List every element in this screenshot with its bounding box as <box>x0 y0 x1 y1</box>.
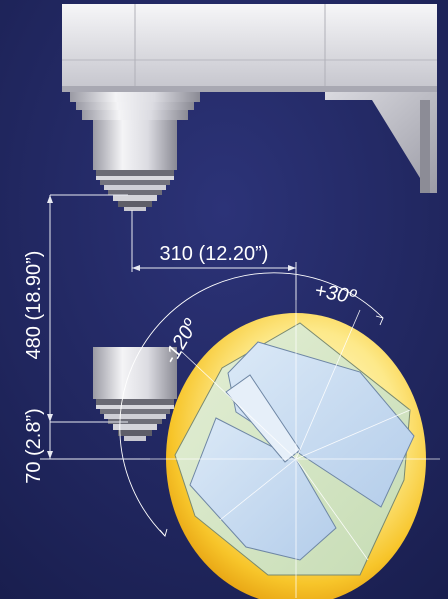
lower-spindle <box>93 347 177 441</box>
support-bracket <box>325 92 437 193</box>
arc-arrow-right <box>375 315 384 326</box>
rotary-table <box>166 313 426 599</box>
dimension-label-480: 480 (18.90”) <box>23 251 45 360</box>
table-centerlines <box>150 300 440 598</box>
dimension-label-310: 310 (12.20”) <box>160 243 269 265</box>
headstock <box>62 4 437 92</box>
arc-arrow-left <box>159 528 168 537</box>
upper-spindle <box>70 92 200 211</box>
tilt-arc <box>119 272 384 537</box>
dimension-label-70: 70 (2.8”) <box>23 408 45 484</box>
dimension-arrows <box>47 195 296 459</box>
workpiece-face-upper <box>227 341 415 508</box>
